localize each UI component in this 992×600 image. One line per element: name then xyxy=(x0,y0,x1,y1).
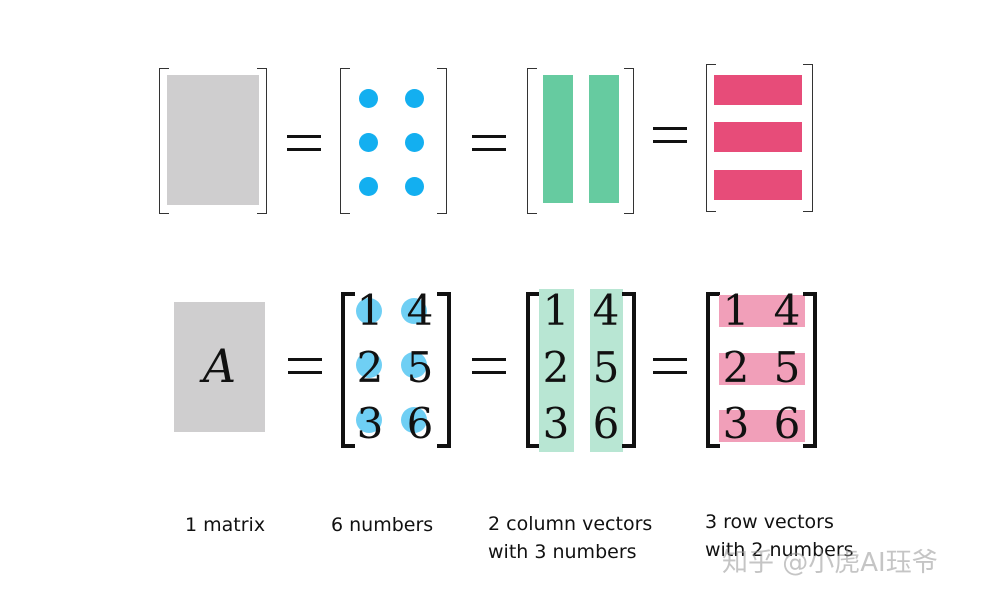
matrix-entry: 3 xyxy=(356,399,384,448)
matrix-entry: 4 xyxy=(592,286,620,335)
number-dot xyxy=(356,298,382,324)
row-vector-bar xyxy=(714,170,802,200)
row-vector-highlight xyxy=(719,295,805,327)
watermark: 知乎 @小虎AI珏爷 xyxy=(722,548,938,578)
matrix-entry: 5 xyxy=(592,343,620,392)
matrix-entry: 4 xyxy=(406,286,434,335)
matrix-entry: 3 xyxy=(722,399,750,448)
number-dot xyxy=(356,352,382,378)
number-dot xyxy=(359,89,378,108)
matrix-entry: 5 xyxy=(773,343,801,392)
label-matrix: 1 matrix xyxy=(185,514,266,536)
number-dot xyxy=(405,89,424,108)
matrix-entry: 1 xyxy=(356,286,384,335)
matrix-a-block xyxy=(174,302,265,432)
column-vector-highlight xyxy=(539,289,574,452)
bracket-right xyxy=(257,68,267,214)
matrix-block xyxy=(167,75,259,205)
label-columns-line2: with 3 numbers xyxy=(488,541,637,563)
bracket-right xyxy=(624,68,634,214)
matrix-entry: 4 xyxy=(773,286,801,335)
bracket-right xyxy=(803,292,817,448)
number-dot xyxy=(356,407,382,433)
label-rows-line1: 3 row vectors xyxy=(705,511,834,533)
bracket-left xyxy=(527,68,537,214)
column-vector-highlight xyxy=(590,289,623,452)
row-vector-highlight xyxy=(719,410,805,442)
equals-sign xyxy=(288,356,322,376)
matrix-symbol: A xyxy=(202,339,237,393)
matrix-entry: 6 xyxy=(773,399,801,448)
bracket-right xyxy=(622,292,636,448)
number-dot xyxy=(401,352,427,378)
bracket-left xyxy=(706,64,716,212)
column-vector-bar xyxy=(589,75,619,203)
number-dot xyxy=(405,133,424,152)
number-dot xyxy=(405,177,424,196)
matrix-entry: 6 xyxy=(592,399,620,448)
label-numbers: 6 numbers xyxy=(331,514,434,536)
number-dot xyxy=(359,133,378,152)
row-vector-highlight xyxy=(719,353,805,385)
label-rows-line2: with 2 numbers xyxy=(705,539,854,561)
matrix-entry: 1 xyxy=(542,286,570,335)
matrix-entry: 3 xyxy=(542,399,570,448)
row-vector-bar xyxy=(714,75,802,105)
row-vector-bar xyxy=(714,122,802,152)
matrix-entry: 1 xyxy=(722,286,750,335)
matrix-entry: 5 xyxy=(406,343,434,392)
bracket-right xyxy=(803,64,813,212)
matrix-entry: 2 xyxy=(722,343,750,392)
number-dot xyxy=(401,298,427,324)
bracket-left xyxy=(159,68,169,214)
equals-sign xyxy=(472,133,506,153)
equals-sign xyxy=(472,356,506,376)
number-dot xyxy=(359,177,378,196)
bracket-left xyxy=(706,292,720,448)
equals-sign xyxy=(287,133,321,153)
number-dot xyxy=(401,407,427,433)
matrix-entry: 6 xyxy=(406,399,434,448)
bracket-left xyxy=(341,292,355,448)
bracket-right xyxy=(437,68,447,214)
matrix-entry: 2 xyxy=(356,343,384,392)
equals-sign xyxy=(653,356,687,376)
equals-sign xyxy=(653,125,687,145)
label-columns-line1: 2 column vectors xyxy=(488,513,653,535)
bracket-left xyxy=(526,292,540,448)
column-vector-bar xyxy=(543,75,573,203)
matrix-entry: 2 xyxy=(542,343,570,392)
bracket-left xyxy=(340,68,350,214)
bracket-right xyxy=(437,292,451,448)
